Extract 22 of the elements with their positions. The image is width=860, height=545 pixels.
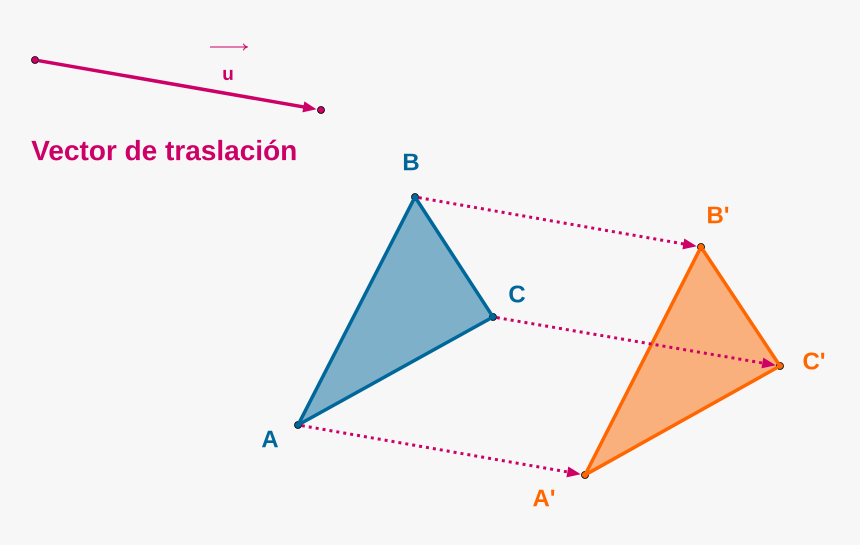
point-label: A' (533, 490, 554, 506)
point (776, 362, 784, 370)
point (581, 471, 589, 479)
point (317, 106, 325, 114)
point (31, 56, 39, 64)
title: Vector de traslación (31, 140, 296, 160)
triangle-side (298, 198, 415, 424)
point (697, 243, 705, 251)
point-label: B' (708, 206, 728, 224)
triangle-side (586, 366, 778, 475)
triangle-side (300, 317, 492, 425)
point (411, 193, 419, 201)
triangle-side (701, 248, 780, 364)
vector-label: u (210, 44, 248, 80)
point (294, 421, 302, 429)
triangle-side (415, 198, 493, 316)
point (489, 313, 497, 321)
point-label: A (262, 430, 278, 448)
point-label: C' (803, 352, 824, 370)
point-label: C (509, 286, 525, 302)
point-label: B (404, 154, 419, 170)
triangle-side (585, 248, 701, 474)
